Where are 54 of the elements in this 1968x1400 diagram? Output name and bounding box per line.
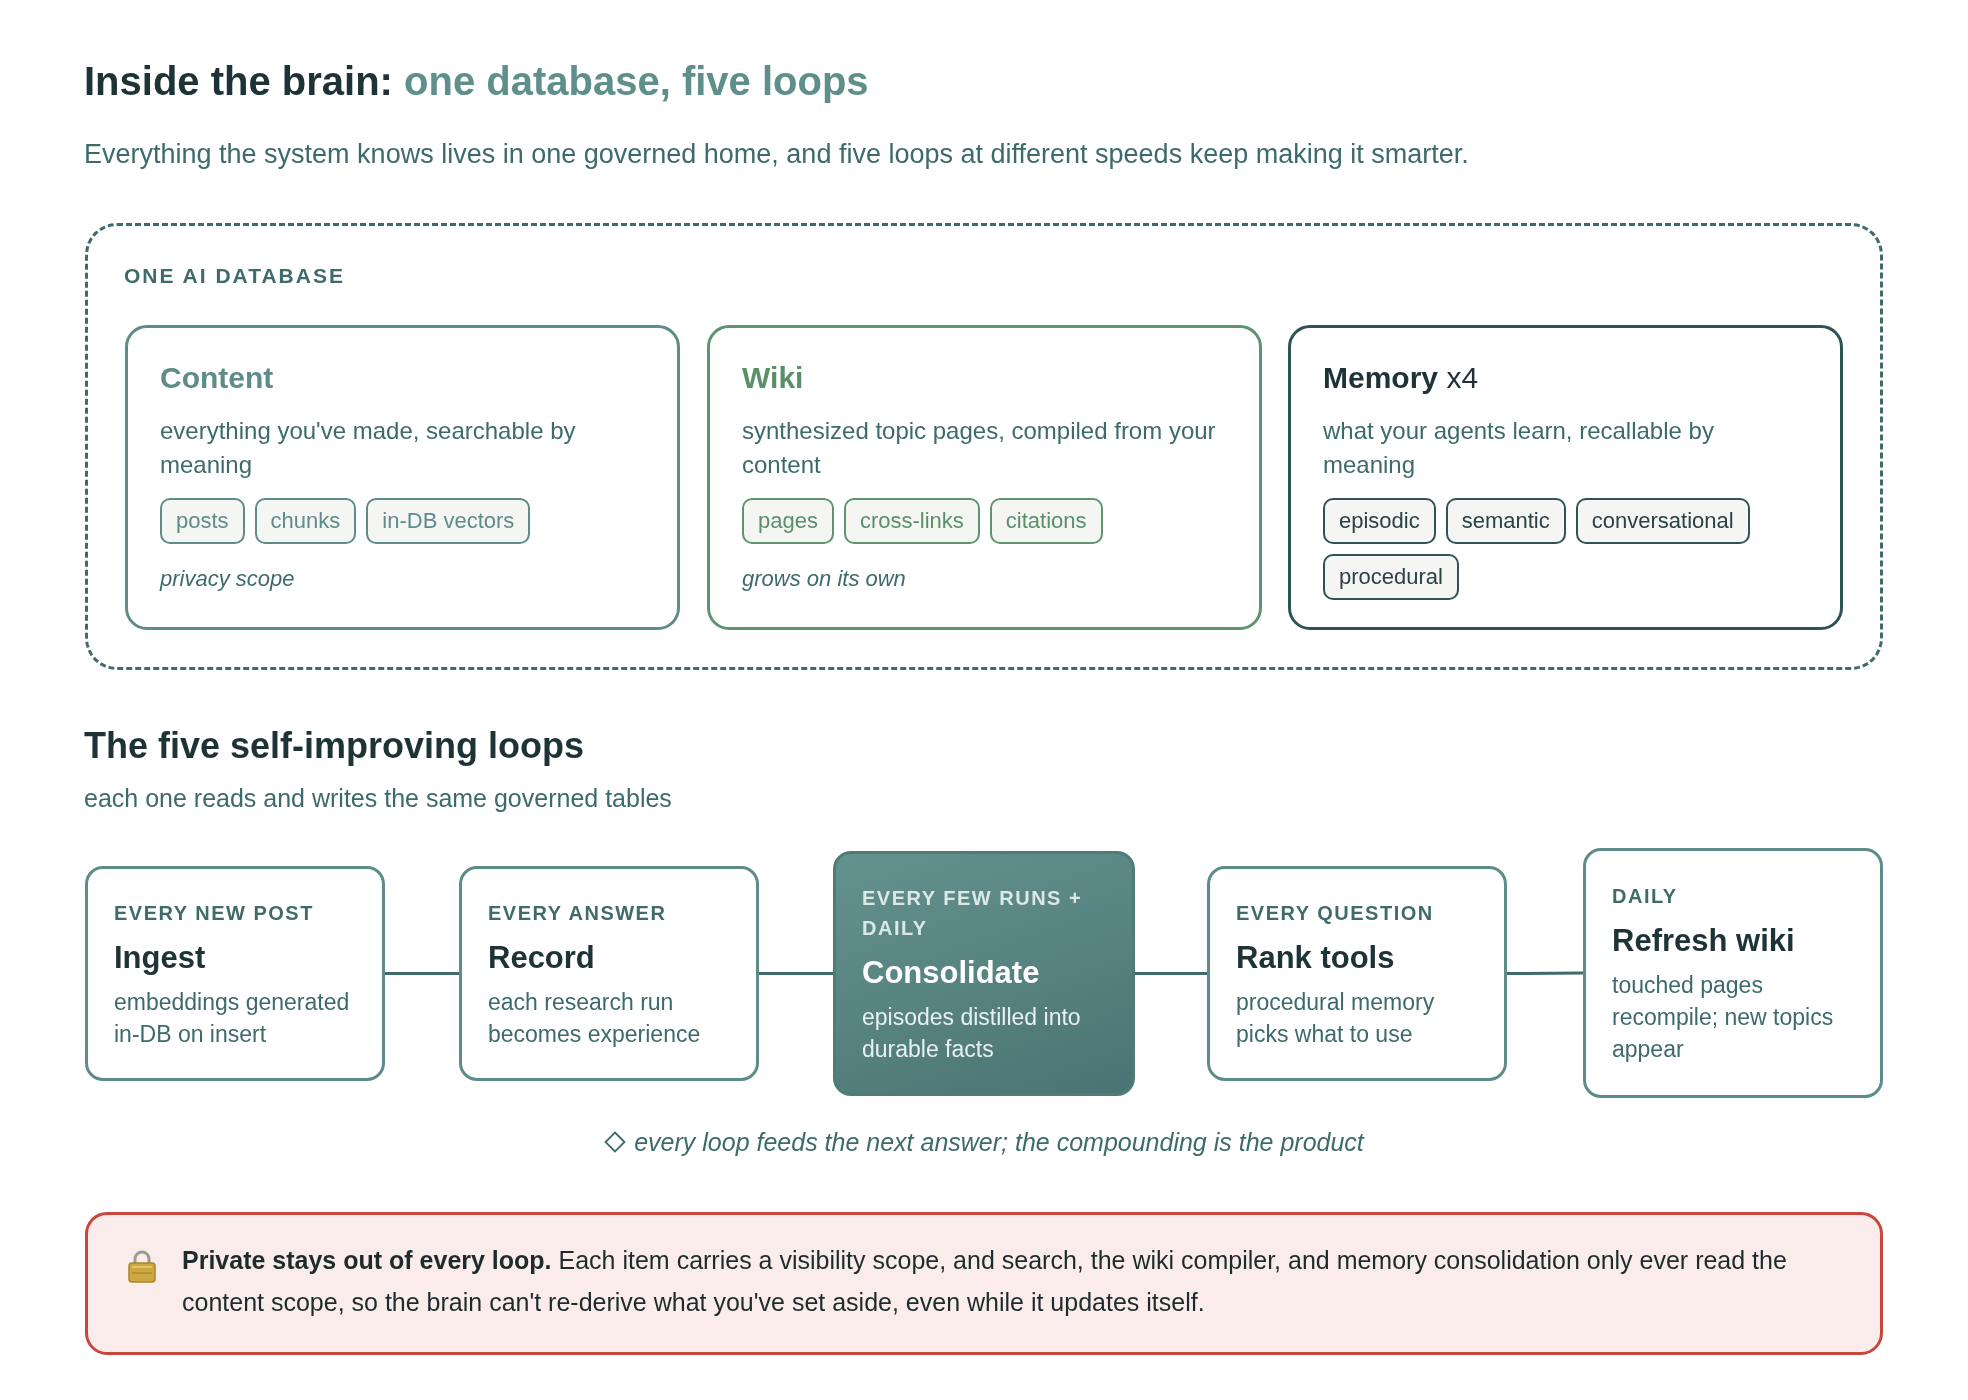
card-description: everything you've made, searchable by meaning xyxy=(160,416,577,480)
footnote: every loop feeds the next answer; the compounding is the product xyxy=(634,1127,1364,1158)
card-note: privacy scope xyxy=(160,565,296,593)
subtitle: Everything the system knows lives in one governed home, and five loops at different speeds keep making it smarter. xyxy=(84,138,1469,171)
category-tag: episodic xyxy=(1323,498,1436,544)
loop-frequency: EVERY ANSWER xyxy=(488,900,668,926)
card-title: Content xyxy=(160,360,275,396)
loop-card xyxy=(85,866,385,1081)
category-tag: pages xyxy=(742,498,834,544)
loop-title: Rank tools xyxy=(1236,938,1396,977)
category-tag: cross-links xyxy=(843,498,980,544)
database-panel xyxy=(85,223,1883,670)
loop-description: touched pages recompile; new topics appear xyxy=(1612,971,1835,1064)
category-tag: semantic xyxy=(1445,498,1566,544)
category-tag: citations xyxy=(989,498,1103,544)
loop-card xyxy=(1207,866,1507,1081)
loop-title: Consolidate xyxy=(862,953,1041,992)
loop-card xyxy=(459,866,759,1081)
category-tag: chunks xyxy=(254,498,357,544)
store-card xyxy=(707,325,1262,630)
connector-line xyxy=(1135,972,1207,975)
loop-title: Refresh wiki xyxy=(1612,922,1796,960)
loop-description: embeddings generated in-DB on insert xyxy=(114,987,351,1049)
loop-description: procedural memory picks what to use xyxy=(1236,987,1436,1049)
section-subtitle: each one reads and writes the same governed tables xyxy=(84,783,672,814)
store-card xyxy=(1288,325,1843,630)
page-title: Inside the brain: one database, five loops xyxy=(84,58,869,105)
warning-callout xyxy=(85,1212,1883,1355)
card-title: Wiki xyxy=(742,360,805,396)
panel-heading: ONE AI DATABASE xyxy=(124,264,345,288)
loop-frequency: EVERY QUESTION xyxy=(1236,900,1435,926)
connector-line xyxy=(1507,971,1583,975)
card-note: grows on its own xyxy=(742,565,907,593)
loop-card xyxy=(833,851,1135,1096)
card-description: what your agents learn, recallable by meaning xyxy=(1323,416,1715,480)
loop-frequency: EVERY NEW POST xyxy=(114,900,315,926)
loop-title: Ingest xyxy=(114,938,207,977)
loop-description: episodes distilled into durable facts xyxy=(862,1002,1082,1064)
section-heading: The five self-improving loops xyxy=(84,724,585,768)
card-description: synthesized topic pages, compiled from your content xyxy=(742,416,1217,480)
connector-line xyxy=(759,972,833,975)
category-tag: procedural xyxy=(1323,554,1459,600)
loop-frequency: EVERY FEW RUNS + DAILY xyxy=(862,885,1084,941)
store-card xyxy=(125,325,680,630)
card-title: Memory x4 xyxy=(1323,360,1480,396)
loop-frequency: DAILY xyxy=(1612,884,1679,909)
loop-title: Record xyxy=(488,938,596,977)
connector-line xyxy=(385,972,459,975)
category-tag: conversational xyxy=(1575,498,1750,544)
callout-text: Private stays out of every loop. Each item carries a visibility scope, and search, the wiki compiler, and memory consolidation only ever read the content scope, so the brain can't re-derive what you've set aside, even while it updates itself. xyxy=(182,1245,1788,1318)
loop-description: each research run becomes experience xyxy=(488,987,702,1049)
category-tag: posts xyxy=(160,498,245,544)
category-tag: in-DB vectors xyxy=(366,498,531,544)
loop-card xyxy=(1583,848,1883,1098)
